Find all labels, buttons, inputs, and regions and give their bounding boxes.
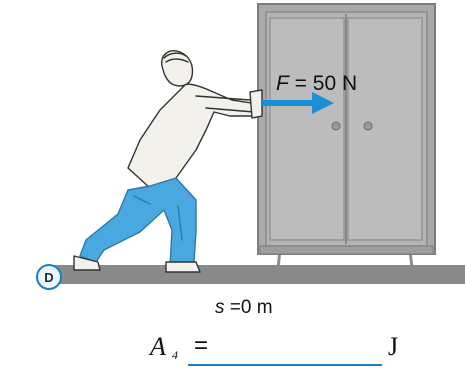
force-unit: N bbox=[341, 72, 358, 95]
force-value: 50 bbox=[312, 72, 337, 95]
force-arrow bbox=[262, 92, 334, 114]
person-pushing bbox=[73, 50, 263, 273]
force-equals: = bbox=[294, 72, 307, 95]
cabinet-knob-right bbox=[363, 121, 373, 131]
force-symbol: F bbox=[276, 72, 289, 95]
answer-blank[interactable] bbox=[188, 364, 382, 366]
distance-symbol: s bbox=[215, 297, 225, 318]
work-subscript: 4 bbox=[172, 348, 178, 362]
work-equals: = bbox=[194, 332, 209, 359]
force-label: F = 50 N bbox=[276, 72, 357, 96]
ground bbox=[46, 265, 465, 284]
work-equation: A 4 = J bbox=[150, 332, 410, 372]
distance-label: s =0 m bbox=[215, 297, 273, 319]
work-unit: J bbox=[388, 332, 399, 361]
cabinet bbox=[257, 3, 436, 255]
distance-value: 0 bbox=[240, 297, 252, 318]
distance-equals: = bbox=[229, 297, 241, 318]
cabinet-knob-left bbox=[331, 121, 341, 131]
distance-unit: m bbox=[256, 297, 273, 318]
work-symbol: A bbox=[150, 332, 166, 361]
panel-badge: D bbox=[36, 264, 62, 290]
